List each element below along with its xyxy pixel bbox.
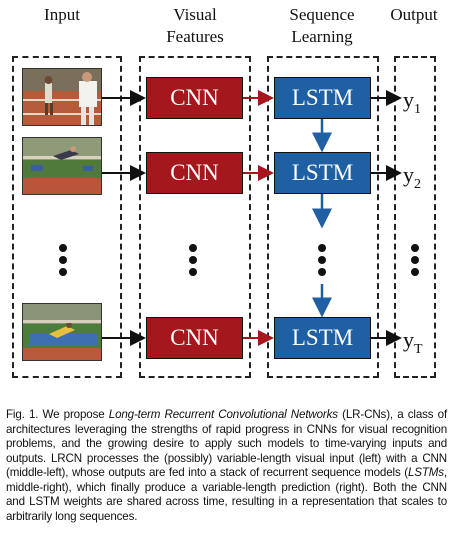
- header-sequence-learning: Sequence Learning: [289, 5, 355, 46]
- input-column-box: [12, 56, 122, 378]
- caption-text-1: Fig. 1. We propose: [6, 408, 109, 421]
- output-y2: y2: [403, 162, 421, 193]
- header-input: Input: [44, 5, 80, 24]
- input-frame-1: [22, 68, 102, 126]
- visual-features-column-box: [139, 56, 251, 378]
- output-column-box: [394, 56, 436, 378]
- lrcn-figure: Input Visual Features Sequence Learning …: [12, 5, 438, 378]
- athletics-photo-2: [23, 138, 101, 194]
- lstm-module-3: LSTM: [274, 317, 371, 359]
- lstm-module-2: LSTM: [274, 152, 371, 194]
- sequence-learning-column-box: [267, 56, 379, 378]
- header-output: Output: [390, 5, 438, 24]
- cnn-module-2: CNN: [146, 152, 243, 194]
- output-y1: y1: [403, 87, 421, 118]
- header-visual-features: Visual Features: [166, 5, 224, 46]
- caption-lstms: LSTMs: [407, 466, 444, 479]
- input-ellipsis: [58, 244, 68, 280]
- cnn-module-1: CNN: [146, 77, 243, 119]
- athletics-photo-1: [23, 69, 101, 125]
- cnn-module-3: CNN: [146, 317, 243, 359]
- input-frame-3: [22, 303, 102, 361]
- output-ellipsis: [410, 244, 420, 280]
- caption-model-name: Long-term Recurrent Convolutional Networ…: [108, 408, 338, 421]
- lstm-module-1: LSTM: [274, 77, 371, 119]
- cnn-ellipsis: [188, 244, 198, 280]
- caption-text-2: (LR-CNs), a class of architectures lever…: [6, 408, 448, 479]
- figure-caption: Fig. 1. We propose Long-term Recurrent C…: [6, 408, 447, 524]
- flow-arrows: [102, 90, 402, 346]
- athletics-photo-3: [23, 304, 101, 360]
- input-frame-2: [22, 137, 102, 195]
- lstm-ellipsis: [317, 244, 327, 280]
- caption-text-3: , middle-right), which finally produce a…: [6, 466, 447, 523]
- output-yT: yT: [403, 327, 423, 358]
